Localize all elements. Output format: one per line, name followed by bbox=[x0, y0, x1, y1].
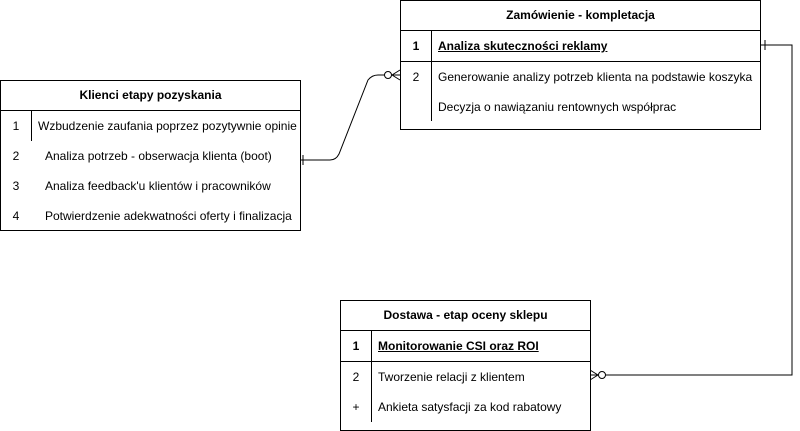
row-key: 1 bbox=[12, 119, 20, 133]
table-row[interactable]: 2 Generowanie analizy potrzeb klienta na… bbox=[401, 62, 760, 92]
table-row[interactable]: 4 Potwierdzenie adekwatności oferty i fi… bbox=[1, 201, 300, 231]
table-dostawa[interactable]: Dostawa - etap oceny sklepu 1 Monitorowa… bbox=[340, 300, 591, 431]
table-title: Dostawa - etap oceny sklepu bbox=[341, 301, 590, 331]
table-row[interactable]: Decyzja o nawiązaniu rentownych współpra… bbox=[401, 92, 760, 122]
table-title: Klienci etapy pozyskania bbox=[1, 81, 300, 111]
row-key: 2 bbox=[412, 70, 420, 84]
row-key bbox=[401, 92, 431, 122]
table-klienci[interactable]: Klienci etapy pozyskania 1 Wzbudzenie za… bbox=[0, 80, 301, 231]
row-key: 2 bbox=[12, 149, 20, 163]
table-title: Zamówienie - kompletacja bbox=[401, 1, 760, 31]
row-key: 4 bbox=[12, 209, 20, 223]
row-key: 1 bbox=[412, 39, 420, 53]
table-row[interactable]: 2 Tworzenie relacji z klientem bbox=[341, 362, 590, 392]
row-key: 2 bbox=[352, 370, 360, 384]
row-key: + bbox=[352, 400, 360, 414]
connector-zamowienie-dostawa bbox=[590, 44, 793, 376]
key-divider bbox=[431, 31, 432, 61]
row-text: Tworzenie relacji z klientem bbox=[378, 370, 525, 384]
row-text: Ankieta satysfacji za kod rabatowy bbox=[378, 400, 562, 414]
key-divider bbox=[431, 62, 432, 121]
row-key: 1 bbox=[352, 339, 360, 353]
many-marker bbox=[589, 369, 599, 381]
key-divider bbox=[31, 111, 32, 141]
row-text: Potwierdzenie adekwatności oferty i fina… bbox=[45, 209, 292, 223]
connector-klienci-zamowienie bbox=[300, 74, 400, 161]
many-marker bbox=[391, 69, 401, 81]
table-row[interactable]: + Ankieta satysfacji za kod rabatowy bbox=[341, 392, 590, 422]
table-row[interactable]: 1 Analiza skuteczności reklamy bbox=[401, 31, 760, 62]
row-text: Decyzja o nawiązaniu rentownych współpra… bbox=[438, 100, 677, 114]
row-text: Analiza potrzeb - obserwacja klienta (bo… bbox=[45, 149, 272, 163]
table-row[interactable]: 1 Wzbudzenie zaufania poprzez pozytywnie… bbox=[1, 111, 300, 141]
table-row[interactable]: 2 Analiza potrzeb - obserwacja klienta (… bbox=[1, 141, 300, 171]
row-key: 3 bbox=[12, 179, 20, 193]
table-row[interactable]: 1 Monitorowanie CSI oraz ROI bbox=[341, 331, 590, 362]
key-divider bbox=[371, 362, 372, 422]
row-text: Analiza feedback'u klientów i pracownikó… bbox=[45, 179, 271, 193]
table-row[interactable]: 3 Analiza feedback'u klientów i pracowni… bbox=[1, 171, 300, 201]
row-text: Analiza skuteczności reklamy bbox=[438, 39, 608, 53]
table-zamowienie[interactable]: Zamówienie - kompletacja 1 Analiza skute… bbox=[400, 0, 761, 130]
zero-marker bbox=[384, 71, 392, 79]
zero-marker bbox=[598, 371, 606, 379]
row-text: Generowanie analizy potrzeb klienta na p… bbox=[438, 70, 753, 84]
key-divider bbox=[371, 331, 372, 361]
row-text: Wzbudzenie zaufania poprzez pozytywnie o… bbox=[38, 119, 297, 133]
row-text: Monitorowanie CSI oraz ROI bbox=[378, 339, 539, 353]
